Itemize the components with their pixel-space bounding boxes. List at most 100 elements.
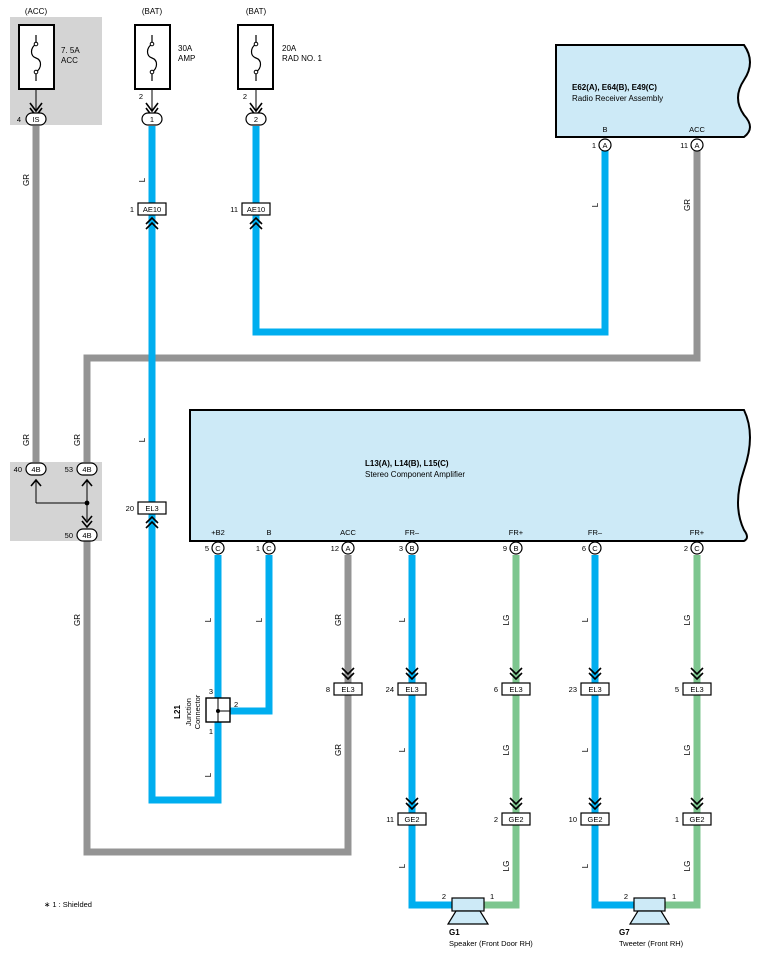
svg-text:2: 2 bbox=[254, 115, 258, 124]
radio-receiver-name: Radio Receiver Assembly bbox=[572, 94, 663, 103]
svg-text:A: A bbox=[602, 141, 607, 150]
amplifier-name: Stereo Component Amplifier bbox=[365, 470, 465, 479]
speaker-g1: 2 1 G1 Speaker (Front Door RH) bbox=[442, 892, 533, 948]
l21-name-1: Junction bbox=[184, 698, 193, 726]
svg-text:1: 1 bbox=[675, 815, 679, 824]
svg-text:11: 11 bbox=[386, 815, 394, 824]
svg-text:1: 1 bbox=[130, 205, 134, 214]
connector-el3-24: EL3 24 bbox=[386, 667, 427, 696]
fuse-acc-name: ACC bbox=[61, 56, 78, 65]
svg-text:LG: LG bbox=[502, 745, 511, 756]
amp-pin-plus-b2: +B2 C 5 bbox=[205, 528, 225, 555]
svg-text:23: 23 bbox=[569, 685, 577, 694]
svg-text:2: 2 bbox=[624, 892, 628, 901]
fuse-icon bbox=[250, 35, 262, 81]
amp-pin-acc: ACC A 12 bbox=[331, 528, 356, 555]
svg-text:EL3: EL3 bbox=[405, 685, 418, 694]
svg-text:1: 1 bbox=[490, 892, 494, 901]
svg-text:10: 10 bbox=[569, 815, 577, 824]
svg-text:LG: LG bbox=[502, 861, 511, 872]
amplifier-id: L13(A), L14(B), L15(C) bbox=[365, 459, 449, 468]
l21-name-2: Connector bbox=[193, 694, 202, 729]
svg-text:GR: GR bbox=[334, 744, 343, 756]
connector-pill-rad: 2 bbox=[245, 112, 267, 126]
connector-ge2-1: GE2 1 bbox=[675, 797, 712, 826]
fuse-rad: (BAT) 20A RAD NO. 1 2 bbox=[237, 7, 323, 118]
svg-text:GR: GR bbox=[22, 434, 31, 446]
svg-text:4B: 4B bbox=[31, 465, 40, 474]
connector-ae10-amp: AE10 1 bbox=[130, 202, 167, 230]
svg-text:GE2: GE2 bbox=[508, 815, 523, 824]
svg-text:4B: 4B bbox=[82, 531, 91, 540]
radio-receiver-id: E62(A), E64(B), E49(C) bbox=[572, 83, 657, 92]
connector-pill-amp: 1 bbox=[141, 112, 163, 126]
fuse-amp-source: (BAT) bbox=[142, 7, 163, 16]
connector-pill-is: IS 4 bbox=[17, 112, 47, 126]
svg-text:+B2: +B2 bbox=[211, 528, 225, 537]
svg-text:20: 20 bbox=[126, 504, 134, 513]
speaker-g1-name: Speaker (Front Door RH) bbox=[449, 939, 533, 948]
svg-text:11: 11 bbox=[230, 205, 238, 214]
tweeter-icon bbox=[633, 897, 666, 912]
amp-pin-fr-minus-2: FR– C 6 bbox=[582, 528, 603, 555]
svg-text:AE10: AE10 bbox=[143, 205, 161, 214]
svg-text:6: 6 bbox=[494, 685, 498, 694]
svg-text:GR: GR bbox=[73, 614, 82, 626]
junction-connector-l21: 3 2 1 L21 Junction Connector bbox=[173, 687, 238, 736]
fuse-rad-pin: 2 bbox=[243, 92, 247, 101]
fuse-rad-name: RAD NO. 1 bbox=[282, 54, 323, 63]
fuse-rad-rating: 20A bbox=[282, 44, 297, 53]
fuse-acc-source: (ACC) bbox=[25, 7, 48, 16]
fuse-amp-name: AMP bbox=[178, 54, 195, 63]
connector-el3-20: EL3 20 bbox=[126, 501, 167, 529]
connector-el3-5: EL3 5 bbox=[675, 667, 712, 696]
svg-text:GR: GR bbox=[22, 174, 31, 186]
fuse-amp-rating: 30A bbox=[178, 44, 193, 53]
svg-text:B: B bbox=[409, 544, 414, 553]
svg-text:B: B bbox=[602, 125, 607, 134]
svg-text:C: C bbox=[592, 544, 598, 553]
svg-text:L: L bbox=[591, 202, 600, 207]
svg-text:ACC: ACC bbox=[340, 528, 356, 537]
svg-text:L: L bbox=[138, 177, 147, 182]
svg-text:FR–: FR– bbox=[405, 528, 420, 537]
svg-text:LG: LG bbox=[683, 861, 692, 872]
svg-text:5: 5 bbox=[205, 544, 209, 553]
svg-text:50: 50 bbox=[65, 531, 73, 540]
svg-text:AE10: AE10 bbox=[247, 205, 265, 214]
jb-internal-wiring bbox=[35, 480, 93, 529]
svg-text:4B: 4B bbox=[82, 465, 91, 474]
svg-text:2: 2 bbox=[442, 892, 446, 901]
svg-text:GE2: GE2 bbox=[404, 815, 419, 824]
svg-text:LG: LG bbox=[683, 615, 692, 626]
fuse-acc-rating: 7. 5A bbox=[61, 46, 80, 55]
amplifier-body bbox=[189, 409, 751, 542]
tweeter-g7-id: G7 bbox=[619, 928, 630, 937]
svg-text:L: L bbox=[138, 437, 147, 442]
fuse-acc: (ACC) 7. 5A ACC bbox=[18, 7, 80, 118]
svg-text:GE2: GE2 bbox=[689, 815, 704, 824]
svg-text:3: 3 bbox=[399, 544, 403, 553]
svg-text:L: L bbox=[204, 617, 213, 622]
l21-id: L21 bbox=[173, 705, 182, 719]
svg-text:L: L bbox=[255, 617, 264, 622]
connector-el3-8: EL3 8 bbox=[326, 667, 363, 696]
amp-pin-fr-minus-1: FR– B 3 bbox=[399, 528, 420, 555]
connector-ge2-2: GE2 2 bbox=[494, 797, 531, 826]
svg-text:L: L bbox=[398, 617, 407, 622]
svg-text:24: 24 bbox=[386, 685, 394, 694]
svg-text:GR: GR bbox=[334, 614, 343, 626]
wire-color-labels: GR GR GR GR GR GR GR L L L L L L L L L L… bbox=[22, 174, 692, 872]
amp-pin-fr-plus-2: FR+ C 2 bbox=[684, 528, 705, 555]
svg-text:L: L bbox=[204, 772, 213, 777]
svg-text:2: 2 bbox=[684, 544, 688, 553]
amp-pin-fr-plus-1: FR+ B 9 bbox=[503, 528, 524, 555]
svg-text:IS: IS bbox=[32, 115, 39, 124]
tweeter-g7-name: Tweeter (Front RH) bbox=[619, 939, 684, 948]
connector-ge2-10: GE2 10 bbox=[569, 797, 610, 826]
tweeter-g7: 2 1 G7 Tweeter (Front RH) bbox=[619, 892, 684, 948]
svg-text:ACC: ACC bbox=[689, 125, 705, 134]
svg-text:L: L bbox=[581, 747, 590, 752]
amp-pin-b: B C 1 bbox=[256, 528, 276, 555]
svg-text:8: 8 bbox=[326, 685, 330, 694]
